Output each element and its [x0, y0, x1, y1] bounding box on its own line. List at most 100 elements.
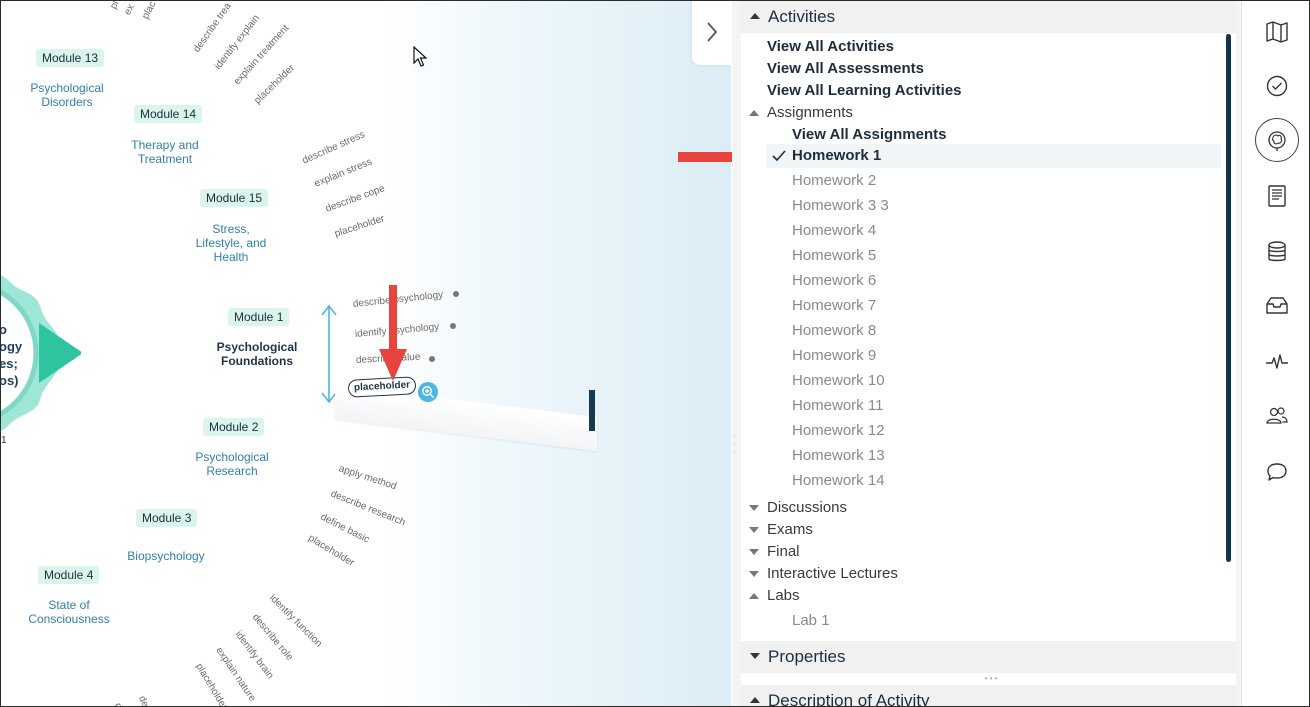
panel-content: Activities View All Activities View All …: [741, 1, 1236, 707]
labs-group[interactable]: Labs: [749, 587, 800, 605]
module-title[interactable]: Psychological Research: [195, 450, 269, 478]
view-all-assignments-link[interactable]: View All Assignments: [792, 126, 947, 143]
module-title[interactable]: Therapy and Treatment: [131, 138, 199, 166]
module-badge[interactable]: Module 14: [134, 105, 203, 123]
pulse-icon[interactable]: [1263, 348, 1291, 376]
final-group[interactable]: Final: [749, 543, 800, 561]
panel-drag-handle[interactable]: ···: [733, 432, 736, 457]
leaf-label[interactable]: plac: [140, 1, 159, 22]
leaf-label[interactable]: placeholder: [252, 62, 298, 107]
band-edge: [589, 390, 595, 431]
caret-up-icon: [749, 593, 759, 599]
module-badge[interactable]: Module 3: [136, 509, 198, 527]
collapse-panel-button[interactable]: [692, 1, 731, 65]
caret-up-icon: [749, 110, 759, 116]
leaf-label[interactable]: define basic: [318, 511, 372, 546]
homework-item[interactable]: Homework 8: [792, 322, 877, 339]
leaf-dot: [450, 323, 456, 329]
zoom-in-icon[interactable]: [418, 382, 438, 402]
module-title[interactable]: Psychological Foundations: [216, 340, 298, 368]
users-icon[interactable]: [1263, 402, 1291, 430]
description-header[interactable]: Description of Activity: [741, 685, 1236, 707]
leaf-label[interactable]: explain stress: [312, 156, 374, 190]
mind-map[interactable]: o ogy es; os) 1 pl ex plac describe trea…: [1, 1, 731, 707]
description-header-label: Description of Activity: [768, 691, 930, 707]
caret-down-icon: [749, 571, 759, 577]
inbox-icon[interactable]: [1263, 292, 1291, 320]
leaf-label[interactable]: placeholder: [306, 532, 357, 569]
assignments-group-label: Assignments: [767, 104, 853, 121]
module-badge[interactable]: Module 15: [200, 189, 269, 207]
chevron-right-icon: [707, 22, 718, 42]
brain-icon[interactable]: [1263, 126, 1291, 154]
homework-item[interactable]: Homework 14: [792, 472, 885, 489]
interactive-lectures-group[interactable]: Interactive Lectures: [749, 565, 898, 583]
homework-item-selected[interactable]: Homework 1: [792, 147, 882, 164]
module-badge[interactable]: Module 2: [203, 418, 265, 436]
course-hub[interactable]: [1, 263, 81, 443]
module-title[interactable]: State of Consciousness: [28, 598, 110, 626]
module-badge[interactable]: Module 4: [38, 566, 100, 584]
group-label: Labs: [767, 587, 800, 604]
group-label: Exams: [767, 521, 813, 538]
hub-title: o ogy es; os): [1, 322, 23, 388]
homework-item[interactable]: Homework 7: [792, 297, 877, 314]
properties-header[interactable]: Properties: [741, 641, 1236, 673]
lab-item[interactable]: Lab 1: [792, 612, 830, 629]
hub-badge: 1: [1, 435, 7, 446]
document-icon[interactable]: [1263, 182, 1291, 210]
active-rail-indicator: [1255, 118, 1299, 162]
caret-up-icon: [750, 13, 760, 19]
leaf-label[interactable]: ex: [122, 2, 137, 18]
homework-item[interactable]: Homework 4: [792, 222, 877, 239]
caret-down-icon: [749, 549, 759, 555]
leaf-label[interactable]: describe cope: [324, 183, 387, 215]
homework-item[interactable]: Homework 13: [792, 447, 885, 464]
activities-header[interactable]: Activities: [741, 1, 1236, 33]
homework-item[interactable]: Homework 5: [792, 247, 877, 264]
homework-item[interactable]: Homework 12: [792, 422, 885, 439]
scrollbar-thumb[interactable]: [1226, 34, 1231, 562]
module-title[interactable]: Stress, Lifestyle, and Health: [195, 222, 267, 264]
caret-down-icon: [749, 505, 759, 511]
group-label: Discussions: [767, 499, 848, 516]
group-label: Interactive Lectures: [767, 565, 898, 582]
homework-item[interactable]: Homework 6: [792, 272, 877, 289]
caret-up-icon: [750, 697, 760, 703]
database-icon[interactable]: [1263, 238, 1291, 266]
properties-header-label: Properties: [768, 647, 846, 666]
homework-item[interactable]: Homework 9: [792, 347, 877, 364]
chat-icon[interactable]: [1263, 458, 1291, 486]
check-circle-icon[interactable]: [1263, 72, 1291, 100]
mouse-cursor-icon: [413, 46, 427, 67]
map-icon[interactable]: [1263, 18, 1291, 46]
homework-item[interactable]: Homework 2: [792, 172, 877, 189]
leaf-label[interactable]: d: [111, 701, 125, 707]
leaf-label[interactable]: pl: [108, 1, 122, 12]
discussions-group[interactable]: Discussions: [749, 499, 848, 517]
view-all-learning-activities-link[interactable]: View All Learning Activities: [767, 82, 962, 99]
leaf-dot: [453, 291, 459, 297]
scroll-bracket-icon: [321, 304, 337, 404]
leaf-label[interactable]: placeholder: [333, 213, 386, 240]
leaf-label[interactable]: desc: [135, 694, 155, 707]
hub-circle: [1, 289, 39, 417]
homework-item[interactable]: Homework 3 3: [792, 197, 889, 214]
module-badge[interactable]: Module 13: [36, 49, 105, 67]
module-badge[interactable]: Module 1: [228, 308, 290, 326]
homework-item[interactable]: Homework 11: [792, 397, 884, 414]
caret-down-icon: [749, 527, 759, 533]
module-title[interactable]: Psychological Disorders: [30, 81, 104, 109]
caret-down-icon: [750, 653, 760, 659]
assignments-group[interactable]: Assignments: [749, 104, 853, 122]
leaf-label[interactable]: apply method: [337, 463, 398, 493]
hub-pointer-icon: [39, 323, 81, 383]
module-title[interactable]: Biopsychology: [127, 549, 205, 563]
view-all-assessments-link[interactable]: View All Assessments: [767, 60, 925, 77]
exams-group[interactable]: Exams: [749, 521, 813, 539]
view-all-activities-link[interactable]: View All Activities: [767, 38, 894, 55]
selected-row-highlight: [766, 144, 1221, 168]
homework-item[interactable]: Homework 10: [792, 372, 885, 389]
resize-handle[interactable]: • • •: [984, 674, 998, 683]
